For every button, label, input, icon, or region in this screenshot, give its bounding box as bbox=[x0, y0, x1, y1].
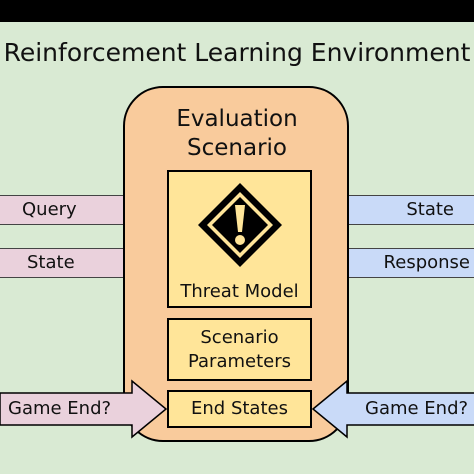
game-end-right-arrow bbox=[311, 379, 474, 439]
state-input-arrow-label: State bbox=[27, 252, 75, 273]
game-end-left-arrow bbox=[0, 379, 168, 439]
state-output-arrow-label: State bbox=[406, 199, 454, 220]
game-end-right-label: Game End? bbox=[365, 398, 469, 419]
response-arrow-label: Response bbox=[383, 252, 470, 273]
end-states-box: End States bbox=[167, 390, 312, 428]
scenario-parameters-box: Scenario Parameters bbox=[167, 318, 312, 381]
game-end-left-label: Game End? bbox=[8, 398, 112, 419]
query-arrow-label: Query bbox=[22, 199, 77, 220]
threat-model-box: Threat Model bbox=[167, 170, 312, 308]
scenario-title-line1: Evaluation bbox=[176, 106, 298, 132]
evaluation-scenario-title: Evaluation Scenario bbox=[125, 105, 349, 163]
end-states-label: End States bbox=[191, 398, 288, 419]
scenario-parameters-line2: Parameters bbox=[187, 351, 292, 372]
scenario-title-line2: Scenario bbox=[187, 135, 287, 161]
threat-model-label: Threat Model bbox=[180, 281, 299, 302]
warning-icon bbox=[198, 183, 282, 267]
environment-title: Reinforcement Learning Environment bbox=[3, 38, 471, 67]
scenario-parameters-line1: Scenario bbox=[200, 327, 279, 348]
